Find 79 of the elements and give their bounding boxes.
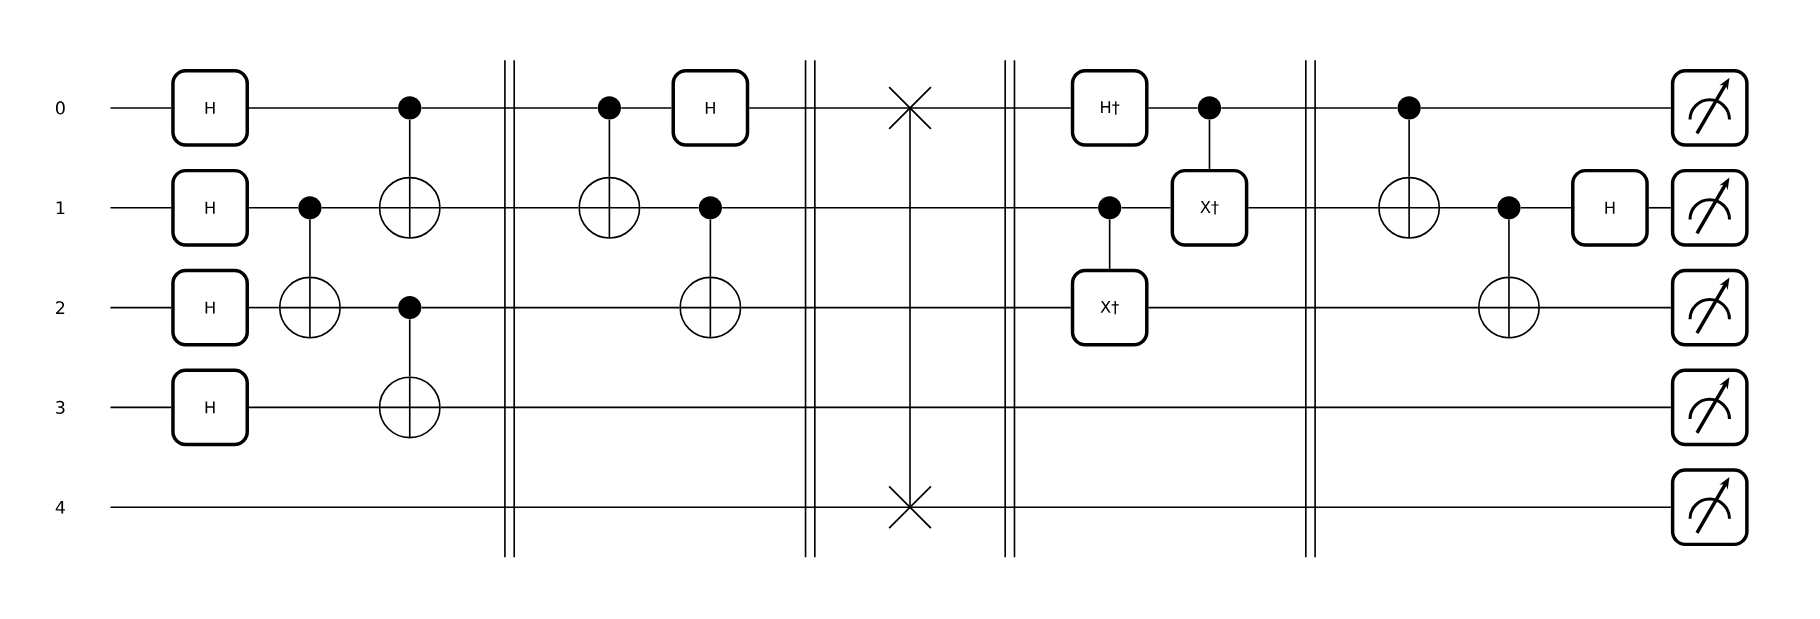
measurement-box [1670, 169, 1749, 247]
swap-cross [888, 86, 932, 130]
control-line [608, 119, 611, 178]
measurement-box [1670, 268, 1749, 347]
control-line [909, 107, 911, 508]
gate-box: X† [1170, 169, 1249, 247]
wire [1120, 207, 1172, 209]
wire [639, 207, 700, 209]
wire [439, 207, 580, 209]
swap-cross [888, 485, 932, 530]
gate-box: H [171, 368, 249, 447]
control-line [1108, 218, 1111, 270]
control-dot [1197, 96, 1222, 120]
gate-box: H [171, 268, 249, 347]
wire [420, 306, 681, 309]
gate-box: X† [1070, 268, 1149, 347]
control-dot [398, 96, 422, 120]
wire [1220, 107, 1399, 109]
control-dot [298, 196, 322, 220]
target-symbol [679, 276, 742, 339]
wire [340, 306, 399, 309]
wire [109, 107, 172, 109]
control-dot [698, 196, 722, 220]
wire [320, 207, 380, 209]
gate-box: H [171, 169, 249, 247]
wire [248, 107, 399, 109]
target-symbol [278, 276, 341, 339]
measurement-box [1670, 468, 1749, 547]
target-symbol [378, 376, 441, 439]
control-dot [597, 96, 621, 120]
qubit-label: 0 [55, 101, 65, 115]
wire [909, 506, 1672, 509]
control-line [709, 218, 712, 278]
wire [420, 107, 599, 109]
qubit-label: 1 [56, 201, 65, 215]
target-symbol [1477, 276, 1540, 339]
gate-box: H† [1070, 69, 1149, 147]
wire [748, 107, 911, 109]
control-line [309, 218, 311, 278]
wire [721, 207, 1099, 209]
qubit-label: 4 [55, 501, 65, 514]
wire [248, 207, 299, 209]
wire [1539, 306, 1672, 309]
wire [740, 306, 1072, 309]
qubit-label: 3 [56, 401, 65, 415]
wire [109, 506, 911, 509]
qubit-label: 2 [56, 301, 65, 315]
wire [1147, 306, 1479, 309]
wire [1439, 207, 1498, 209]
target-symbol [378, 176, 441, 239]
wire [109, 406, 172, 409]
control-dot [1497, 196, 1521, 220]
control-dot [398, 296, 422, 320]
wire [248, 406, 380, 409]
control-dot [1098, 196, 1122, 220]
gate-box: H [1571, 169, 1649, 247]
control-line [1208, 119, 1211, 170]
wire [109, 207, 172, 209]
measurement-box [1670, 368, 1749, 447]
target-symbol [578, 176, 641, 239]
wire [1247, 207, 1379, 209]
wire [1519, 207, 1572, 209]
target-symbol [1378, 176, 1441, 239]
wire [909, 107, 1072, 109]
wire [1147, 107, 1199, 109]
wire [248, 306, 280, 309]
wire [439, 406, 1672, 409]
wire [1648, 207, 1672, 209]
control-line [1408, 119, 1410, 178]
wire [109, 306, 172, 309]
wire [1420, 107, 1672, 109]
control-line [1508, 218, 1510, 278]
control-dot [1397, 96, 1421, 120]
control-line [408, 318, 411, 378]
wire [620, 107, 673, 109]
gate-box: H [671, 69, 750, 147]
gate-box: H [171, 69, 249, 147]
control-line [408, 119, 411, 178]
measurement-box [1670, 69, 1749, 147]
